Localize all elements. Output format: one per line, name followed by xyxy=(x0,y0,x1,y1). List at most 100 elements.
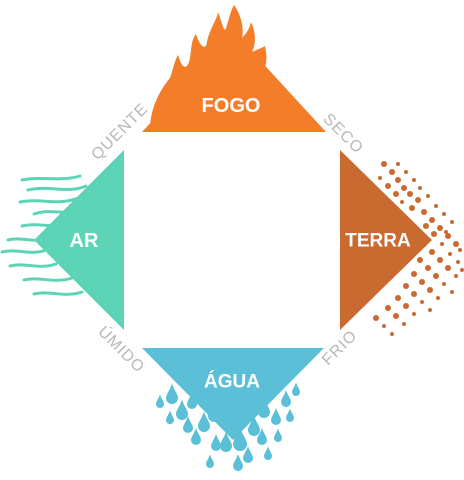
dust-particle xyxy=(411,271,417,277)
dust-particle xyxy=(431,231,437,237)
dust-particle xyxy=(389,169,395,175)
dust-particle xyxy=(409,205,415,211)
water-drop xyxy=(166,383,178,404)
dust-particle xyxy=(412,178,416,182)
dust-particle xyxy=(442,282,446,286)
dust-particle xyxy=(444,230,448,234)
dust-particle xyxy=(411,291,417,297)
dust-particle xyxy=(448,252,452,256)
water-drop xyxy=(271,408,281,425)
dust-particle xyxy=(378,176,382,180)
dust-particle xyxy=(429,217,435,223)
quality-wet-label: ÚMIDO xyxy=(94,322,149,377)
water-drop xyxy=(233,427,247,451)
dust-particle xyxy=(393,191,399,197)
dust-particle xyxy=(442,212,446,216)
dust-particle xyxy=(420,300,424,304)
dust-particle xyxy=(407,191,413,197)
dust-particle xyxy=(437,225,443,231)
water-drop xyxy=(264,446,272,460)
water-drop xyxy=(233,454,243,471)
dust-particle xyxy=(421,209,427,215)
dust-particle xyxy=(440,242,444,246)
water-drop xyxy=(257,428,267,445)
dust-particle xyxy=(427,287,433,293)
water-drop xyxy=(211,434,221,451)
dust-particle xyxy=(445,265,451,271)
water-drop xyxy=(220,431,232,452)
water-element: ÁGUA xyxy=(142,348,324,471)
dust-particle xyxy=(437,257,443,263)
dust-particle xyxy=(423,223,429,229)
dust-particle xyxy=(417,257,423,263)
air-element: AR xyxy=(0,150,124,330)
water-drop xyxy=(166,410,174,424)
dust-particle xyxy=(445,233,451,239)
air-label: AR xyxy=(70,230,99,252)
water-drop xyxy=(292,382,300,396)
dust-particle xyxy=(436,296,440,300)
dust-particle xyxy=(460,268,464,272)
dust-particle xyxy=(403,303,409,309)
quality-dry-label: SECO xyxy=(320,111,367,158)
water-drop xyxy=(191,428,201,445)
air-triangle xyxy=(34,150,124,330)
dust-particles-icon xyxy=(373,161,464,336)
dust-particle xyxy=(401,185,407,191)
dust-particle xyxy=(419,279,425,285)
fire-element: FOGO xyxy=(142,5,326,132)
water-drop xyxy=(274,428,282,442)
wind-lines-icon xyxy=(0,174,88,296)
dust-particle xyxy=(396,162,400,166)
dust-particle xyxy=(385,305,391,311)
dust-particle xyxy=(450,220,454,224)
dust-particle xyxy=(395,177,401,183)
water-drop xyxy=(248,415,260,436)
dust-particle xyxy=(403,283,409,289)
dust-particle xyxy=(453,241,459,247)
dust-particle xyxy=(425,265,431,271)
dust-particle xyxy=(454,274,458,278)
dust-particle xyxy=(390,332,394,336)
dust-particle xyxy=(458,248,462,252)
water-drop xyxy=(281,390,291,407)
dust-particle xyxy=(412,312,416,316)
dust-particle xyxy=(393,313,399,319)
water-drop xyxy=(187,392,197,409)
water-drop xyxy=(176,399,188,420)
fire-label: FOGO xyxy=(202,95,261,117)
water-drop xyxy=(206,454,214,468)
dust-particle xyxy=(426,194,430,198)
water-drops-icon xyxy=(156,382,300,471)
water-drop xyxy=(243,446,253,463)
dust-particle xyxy=(404,170,408,174)
dust-particle xyxy=(395,295,401,301)
dust-particle xyxy=(373,315,379,321)
dust-particle xyxy=(402,322,406,326)
dust-particle xyxy=(450,290,454,294)
water-drop xyxy=(156,394,164,408)
dust-particle xyxy=(456,260,460,264)
quality-cold-label: FRIO xyxy=(319,327,361,369)
dust-particle xyxy=(418,186,422,190)
earth-triangle xyxy=(340,150,432,330)
dust-particle xyxy=(434,204,438,208)
water-drop xyxy=(183,416,193,433)
dust-particle xyxy=(400,200,404,204)
fire-triangle xyxy=(142,32,326,132)
water-drop xyxy=(198,411,210,432)
earth-element: TERRA xyxy=(340,150,464,336)
dust-particle xyxy=(428,308,432,312)
dust-particle xyxy=(433,273,439,279)
dust-particle xyxy=(382,324,386,328)
water-label: ÁGUA xyxy=(204,371,260,393)
dust-particle xyxy=(385,183,391,189)
dust-particle xyxy=(381,161,387,167)
dust-particle xyxy=(429,249,435,255)
water-drop xyxy=(286,408,294,422)
water-triangle xyxy=(142,348,324,440)
earth-label: TERRA xyxy=(345,231,411,252)
dust-particle xyxy=(415,197,421,203)
